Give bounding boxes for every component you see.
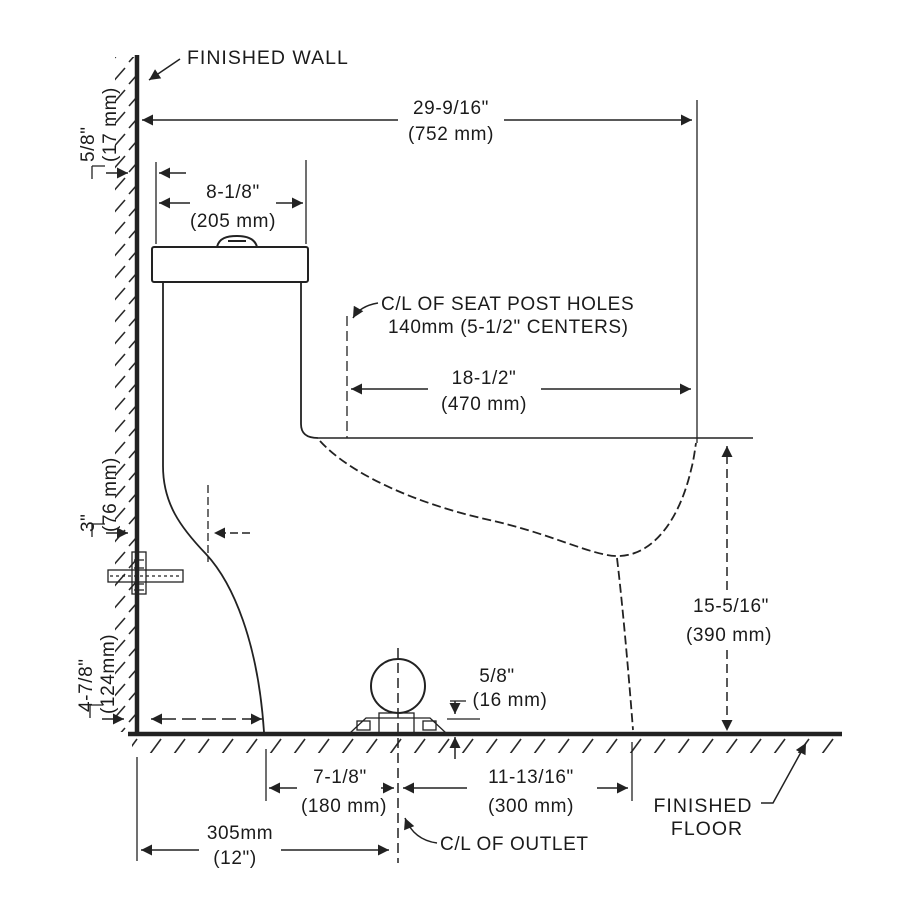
closet-flange-hub xyxy=(378,712,415,734)
flange-bolt-left xyxy=(356,720,371,731)
supply-fitting-stem xyxy=(131,551,147,595)
dim-seatholes-in: 18-1/2" xyxy=(452,368,517,389)
dim-wall-gap-in: 5/8" xyxy=(78,126,99,162)
tank-body-right-outline xyxy=(300,283,319,439)
dim-basetooutlet-mm: (180 mm) xyxy=(301,796,387,817)
finished-wall-label: FINISHED WALL xyxy=(187,47,349,69)
dim-setback-bracket xyxy=(89,704,103,718)
seat-post-label-line1: C/L OF SEAT POST HOLES xyxy=(381,294,634,315)
dim-outlettofront-mm: (300 mm) xyxy=(488,796,574,817)
finished-floor-label-line2: FLOOR xyxy=(671,818,743,840)
outlet-centerline-label: C/L OF OUTLET xyxy=(440,834,589,855)
wall-hatching xyxy=(115,57,135,732)
dim-tank-mm: (205 mm) xyxy=(190,211,276,232)
dim-overall-mm: (752 mm) xyxy=(408,124,494,145)
finished-wall-leader xyxy=(148,58,181,81)
tank-lid xyxy=(151,246,309,283)
dim-supply-bracket xyxy=(91,523,105,537)
dim-supply-mm: (76 mm) xyxy=(100,457,121,532)
finished-floor-leader xyxy=(761,742,807,804)
dim-seatholes-mm: (470 mm) xyxy=(441,394,527,415)
dim-flange-mm: (16 mm) xyxy=(473,690,548,711)
supply-fitting-hatch xyxy=(134,559,144,591)
dim-setback-in: 4-7/8" xyxy=(76,658,97,712)
flange-bolt-right xyxy=(422,720,437,731)
bowl-underside-curve xyxy=(319,440,697,557)
dim-setback-mm: (124mm) xyxy=(98,634,119,714)
floor-hatching xyxy=(132,737,837,753)
closet-flange-outline xyxy=(349,717,447,734)
dim-rimheight-in: 15-5/16" xyxy=(693,596,769,617)
seat-post-label-line2: 140mm (5-1/2" CENTERS) xyxy=(388,317,629,338)
dim-overall-in: 29-9/16" xyxy=(413,98,489,119)
tank-body-left-outline xyxy=(162,283,265,733)
dim-outlettofront-in: 11-13/16" xyxy=(488,767,574,788)
dim-wall-gap-bracket xyxy=(91,165,105,179)
dim-supply-in: 3" xyxy=(78,513,99,532)
seat-post-leader xyxy=(352,302,379,319)
pedestal-front-edge xyxy=(616,557,634,731)
dim-roughin-in: (12") xyxy=(213,848,257,869)
outlet-centerline-leader xyxy=(404,817,438,844)
dim-rimheight-mm: (390 mm) xyxy=(686,625,772,646)
dim-basetooutlet-in: 7-1/8" xyxy=(313,767,367,788)
flush-button xyxy=(216,234,258,248)
dim-wall-gap-mm: (17 mm) xyxy=(100,87,121,162)
dim-flange-in: 5/8" xyxy=(479,666,515,687)
dim-roughin-mm: 305mm xyxy=(207,823,273,844)
finished-floor-label-line1: FINISHED xyxy=(653,795,752,817)
dim-tank-in: 8-1/8" xyxy=(206,182,260,203)
